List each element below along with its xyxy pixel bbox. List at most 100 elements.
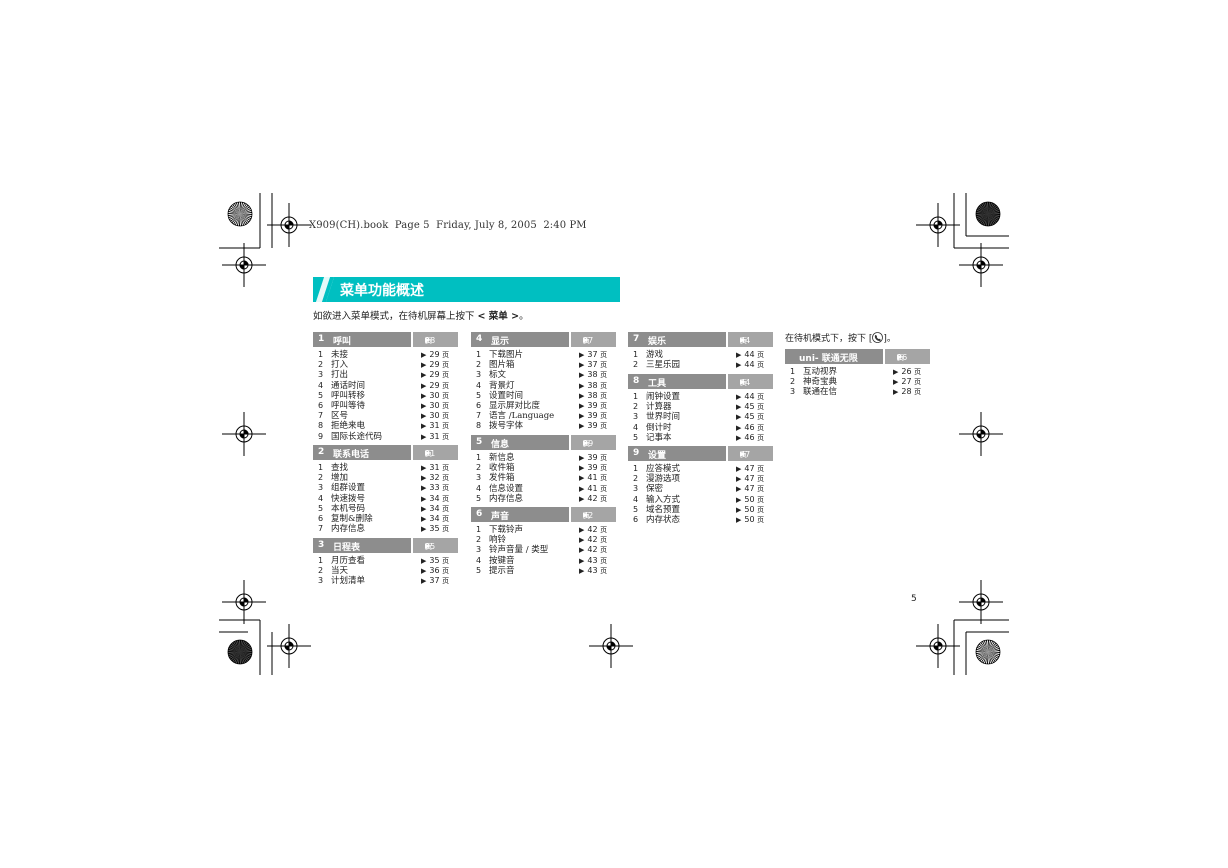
menu-group-page: 26 [897, 353, 908, 362]
menu-item-page: 41 [587, 483, 598, 493]
arrow-right-icon: ▶ [579, 556, 585, 565]
page-unit: 页 [600, 546, 608, 555]
menu-item: 7 区号 ▶30 页 [313, 411, 458, 421]
intro-prefix: 如欲进入菜单模式，在待机屏幕上按下 [313, 311, 478, 322]
menu-item-number: 1 [318, 350, 324, 359]
arrow-right-icon: ▶ [740, 450, 746, 458]
menu-item-number: 3 [633, 484, 639, 494]
menu-item: 4 快速拨号 ▶34 页 [313, 494, 458, 504]
menu-item-label: 新信息 [489, 453, 515, 463]
menu-item: 6 显示屏对比度 ▶39 页 [471, 401, 616, 411]
menu-item: 7 内存信息 ▶35 页 [313, 524, 458, 534]
menu-item-number: 3 [476, 370, 482, 380]
menu-item-page: 45 [744, 412, 755, 422]
menu-group-title: 娱乐 [648, 337, 667, 347]
arrow-right-icon: ▶ [579, 494, 585, 503]
menu-item-page-ref: ▶30 页 [421, 391, 449, 401]
menu-item-page-ref: ▶35 页 [421, 524, 449, 534]
menu-item-page-ref: ▶39 页 [579, 453, 607, 463]
arrow-right-icon: ▶ [583, 439, 589, 447]
menu-item-page-ref: ▶39 页 [579, 401, 607, 411]
menu-item-label: 呼叫等待 [331, 400, 366, 411]
menu-group-page-ref: ▶44 页 [726, 332, 773, 347]
arrow-right-icon: ▶ [736, 361, 742, 370]
page-unit: 页 [583, 337, 590, 345]
menu-item-page: 29 [429, 370, 440, 380]
menu-item-label: 国际长途代码 [331, 431, 383, 442]
menu-item: 3 铃声音量 / 类型 ▶42 页 [471, 545, 616, 555]
menu-item-page: 29 [429, 360, 440, 370]
page-unit: 页 [757, 485, 765, 494]
arrow-right-icon: ▶ [583, 511, 589, 519]
menu-item-number: 1 [476, 525, 482, 534]
menu-item-page: 50 [744, 514, 755, 524]
menu-item: 5 记事本 ▶46 页 [628, 433, 773, 443]
menu-group-page: 42 [583, 511, 594, 520]
menu-item-page-ref: ▶38 页 [579, 381, 607, 391]
menu-item-label: 查找 [331, 463, 349, 473]
menu-item-page-ref: ▶47 页 [736, 484, 764, 494]
page-unit: 页 [442, 474, 450, 483]
arrow-right-icon: ▶ [421, 577, 427, 586]
menu-item-page: 44 [744, 360, 755, 370]
menu-item: 4 信息设置 ▶41 页 [471, 484, 616, 494]
registration-mark [222, 580, 266, 624]
menu-item-number: 8 [476, 421, 482, 431]
menu-item-number: 7 [318, 524, 324, 534]
menu-item-number: 6 [633, 514, 639, 524]
menu-item: 3 打出 ▶29 页 [313, 370, 458, 380]
page-unit: 页 [600, 351, 608, 359]
menu-item: 2 当天 ▶36 页 [313, 566, 458, 576]
menu-item-page: 30 [429, 390, 440, 400]
menu-item-page-ref: ▶30 页 [421, 411, 449, 421]
menu-group-number: 5 [476, 437, 483, 447]
menu-group-header: 7 娱乐 ▶44 页 [628, 332, 773, 347]
menu-item-page-ref: ▶31 页 [421, 432, 449, 442]
menu-item: 1 互动视界 ▶26 页 [785, 367, 930, 377]
page-unit: 页 [442, 484, 450, 493]
menu-item-page-ref: ▶47 页 [736, 474, 764, 484]
arrow-right-icon: ▶ [421, 464, 427, 472]
page-unit: 页 [583, 440, 590, 448]
menu-item-label: 保密 [646, 484, 664, 495]
menu-item-label: 计划清单 [331, 576, 366, 587]
menu-item-label: 显示屏对比度 [489, 400, 541, 411]
page-unit: 页 [600, 422, 608, 431]
menu-group-page-ref: ▶39 页 [569, 435, 616, 450]
menu-item: 1 查找 ▶31 页 [313, 463, 458, 473]
menu-item-number: 7 [318, 411, 324, 421]
page-unit: 页 [425, 337, 432, 345]
menu-group-number: 1 [318, 334, 325, 344]
menu-item-page: 43 [587, 555, 598, 565]
registration-mark [959, 580, 1003, 624]
page-unit: 页 [442, 504, 450, 513]
menu-item-page: 37 [587, 350, 598, 359]
menu-item: 3 组群设置 ▶33 页 [313, 483, 458, 493]
arrow-right-icon: ▶ [421, 401, 427, 410]
menu-item-number: 2 [633, 474, 639, 484]
menu-item-page: 39 [587, 411, 598, 421]
page-unit: 页 [425, 543, 432, 551]
registration-mark [959, 243, 1003, 287]
menu-item-label: 快速拨号 [331, 493, 366, 504]
menu-item-page: 39 [587, 421, 598, 431]
menu-item-page: 27 [901, 377, 912, 387]
menu-item-label: 未接 [331, 350, 349, 360]
menu-group-page: 37 [583, 336, 594, 345]
menu-group-number: 9 [633, 448, 640, 458]
menu-item-label: 内存状态 [646, 514, 681, 525]
arrow-right-icon: ▶ [736, 495, 742, 504]
menu-item-number: 4 [476, 555, 482, 565]
page-unit: 页 [600, 391, 608, 400]
menu-item: 2 三星乐园 ▶44 页 [628, 360, 773, 370]
menu-item: 3 标文 ▶38 页 [471, 370, 616, 380]
page-unit: 页 [600, 401, 608, 410]
arrow-right-icon: ▶ [579, 526, 585, 534]
menu-item-label: 收件箱 [489, 463, 515, 474]
menu-item: 6 呼叫等待 ▶30 页 [313, 401, 458, 411]
menu-item-number: 1 [318, 463, 324, 472]
page-unit: 页 [757, 465, 765, 473]
menu-item-label: 应答模式 [646, 464, 681, 474]
